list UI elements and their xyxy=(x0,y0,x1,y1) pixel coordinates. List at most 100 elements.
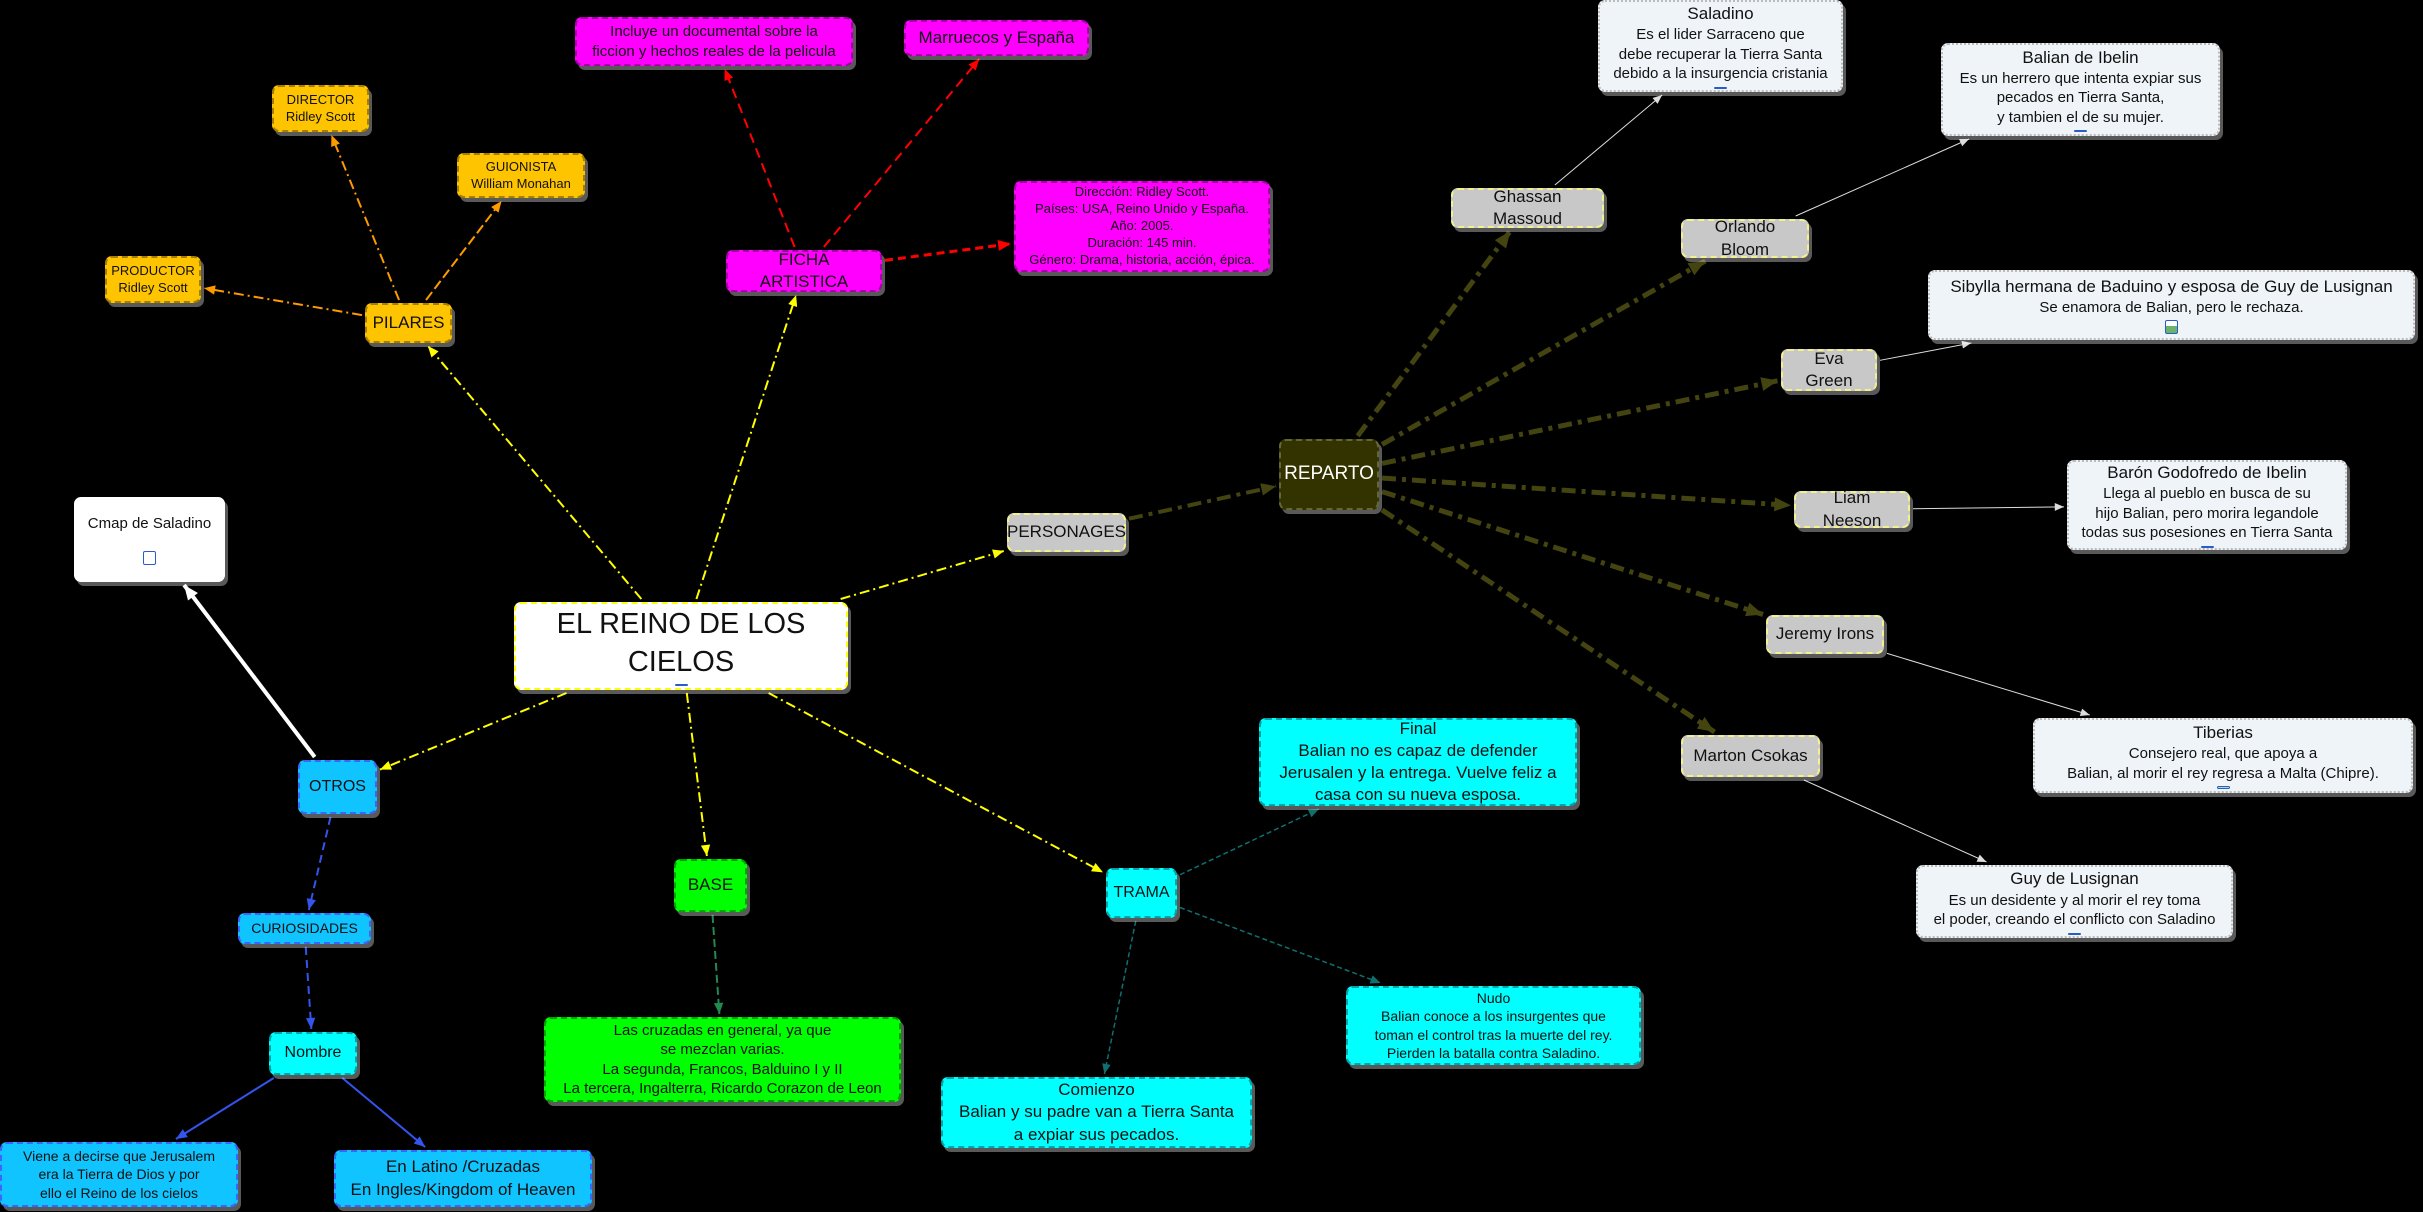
otros-node[interactable]: OTROS xyxy=(298,760,377,814)
actor-node[interactable]: Jeremy Irons xyxy=(1766,615,1884,654)
image-resource-icon[interactable] xyxy=(2216,786,2230,789)
documental-label: Incluye un documental sobre la ficcion y… xyxy=(592,23,836,60)
nombre-node[interactable]: Nombre xyxy=(269,1032,357,1075)
arrowhead-icon xyxy=(724,69,734,81)
arrowhead-icon xyxy=(1959,139,1970,147)
connector-line xyxy=(1128,484,1277,521)
cruzadas-label: Las cruzadas en general, ya que se mezcl… xyxy=(563,1021,882,1098)
arrowhead-icon xyxy=(1494,231,1511,249)
connector-line xyxy=(307,816,332,911)
otros-label: OTROS xyxy=(309,777,366,795)
director-label: DIRECTOR Ridley Scott xyxy=(285,91,356,124)
personages-label: PERSONAGES xyxy=(1006,522,1127,542)
concept-map-link-icon[interactable] xyxy=(143,551,156,566)
actor-name: Eva Green xyxy=(1805,348,1853,390)
role-title: Balian de Ibelin xyxy=(2022,47,2139,67)
final-label: Final Balian no es capaz de defender Jer… xyxy=(1279,718,1557,805)
arrowhead-icon xyxy=(175,1129,188,1139)
connector-line xyxy=(1380,507,1716,735)
connector-line xyxy=(425,200,503,301)
image-resource-icon[interactable] xyxy=(2074,130,2087,133)
pilares-label: PILARES xyxy=(372,312,445,332)
actor-name: Orlando Bloom xyxy=(1714,217,1776,259)
root-title: EL REINO DE LOS CIELOS xyxy=(556,607,806,678)
connector-line xyxy=(840,549,1005,600)
connector-line xyxy=(695,294,798,600)
role-title: Saladino xyxy=(1687,4,1754,24)
connector-line xyxy=(330,134,400,301)
cmap-label: Cmap de Saladino xyxy=(87,514,212,532)
actor-name: Jeremy Irons xyxy=(1775,624,1875,644)
connector-line xyxy=(1380,258,1707,447)
final-node[interactable]: Final Balian no es capaz de defender Jer… xyxy=(1259,718,1577,806)
ficha-artistica-node[interactable]: FICHA ARTISTICA xyxy=(726,250,882,292)
viene-node[interactable]: Viene a decirse que Jerusalem era la Tie… xyxy=(0,1142,238,1207)
ficha-label: FICHA ARTISTICA xyxy=(759,249,849,291)
arrowhead-icon xyxy=(1260,483,1276,496)
productor-node[interactable]: PRODUCTOR Ridley Scott xyxy=(105,256,201,303)
connector-line xyxy=(379,692,567,771)
connector-line xyxy=(1179,906,1381,984)
arrowhead-icon xyxy=(1102,1063,1111,1074)
trama-node[interactable]: TRAMA xyxy=(1106,868,1177,918)
curiosidades-node[interactable]: CURIOSIDADES xyxy=(238,913,371,944)
image-resource-icon[interactable] xyxy=(2165,320,2178,335)
arrowhead-icon xyxy=(184,585,198,601)
connector-line xyxy=(1554,94,1663,186)
personages-node[interactable]: PERSONAGES xyxy=(1007,513,1126,552)
pilares-node[interactable]: PILARES xyxy=(365,303,452,343)
image-resource-icon[interactable] xyxy=(1714,86,1727,89)
lugares-node[interactable]: Marruecos y España xyxy=(904,20,1089,56)
connector-line xyxy=(175,1077,275,1140)
datos-node[interactable]: Dirección: Ridley Scott. Países: USA, Re… xyxy=(1014,181,1270,272)
image-resource-icon[interactable] xyxy=(2200,545,2214,548)
actor-node[interactable]: Orlando Bloom xyxy=(1681,217,1809,259)
arrowhead-icon xyxy=(1307,809,1319,818)
actor-node[interactable]: Marton Csokas xyxy=(1681,735,1820,777)
trama-label: TRAMA xyxy=(1113,883,1170,901)
arrowhead-icon xyxy=(997,240,1011,251)
connector-line xyxy=(884,242,1012,262)
actor-node[interactable]: Liam Neeson xyxy=(1794,488,1910,530)
role-desc: Se enamora de Balian, pero le rechaza. xyxy=(2039,298,2304,316)
nudo-node[interactable]: Nudo Balian conoce a los insurgentes que… xyxy=(1346,986,1641,1065)
connector-line xyxy=(823,58,980,248)
image-resource-icon[interactable] xyxy=(674,684,688,687)
documental-node[interactable]: Incluye un documental sobre la ficcion y… xyxy=(575,17,853,66)
arrowhead-icon xyxy=(413,1136,426,1147)
arrowhead-icon xyxy=(1760,377,1778,391)
arrowhead-icon xyxy=(700,844,711,856)
image-resource-icon[interactable] xyxy=(2068,932,2081,935)
arrowhead-icon xyxy=(1696,716,1715,732)
guionista-node[interactable]: GUIONISTA William Monahan xyxy=(457,153,585,198)
base-node[interactable]: BASE xyxy=(674,859,747,912)
arrowhead-icon xyxy=(1773,497,1791,512)
connector-line xyxy=(685,692,708,857)
root-node[interactable]: EL REINO DE LOS CIELOS xyxy=(514,602,848,690)
cmap-saladino-node[interactable]: Cmap de Saladino xyxy=(74,497,225,582)
role-desc: Consejero real, que apoya a Balian, al m… xyxy=(2067,745,2379,782)
arrowhead-icon xyxy=(2079,708,2090,717)
connector-line xyxy=(304,946,313,1030)
comienzo-node[interactable]: Comienzo Balian y su padre van a Tierra … xyxy=(941,1077,1252,1148)
arrowhead-icon xyxy=(1976,854,1987,862)
reparto-node[interactable]: REPARTO xyxy=(1279,439,1379,510)
connector-line xyxy=(182,583,317,759)
nudo-label: Nudo Balian conoce a los insurgentes que… xyxy=(1374,990,1613,1061)
director-node[interactable]: DIRECTOR Ridley Scott xyxy=(272,85,369,132)
arrowhead-icon xyxy=(305,1017,316,1029)
actor-node[interactable]: Ghassan Massoud xyxy=(1451,187,1604,228)
arrowhead-icon xyxy=(306,898,316,910)
arrowhead-icon xyxy=(1745,602,1763,617)
actor-node[interactable]: Eva Green xyxy=(1781,349,1877,391)
role-node[interactable]: Sibylla hermana de Baduino y esposa de G… xyxy=(1928,270,2415,340)
connector-line xyxy=(1103,920,1137,1075)
latino-node[interactable]: En Latino /Cruzadas En Ingles/Kingdom of… xyxy=(334,1150,592,1207)
cruzadas-node[interactable]: Las cruzadas en general, ya que se mezcl… xyxy=(544,1017,901,1102)
